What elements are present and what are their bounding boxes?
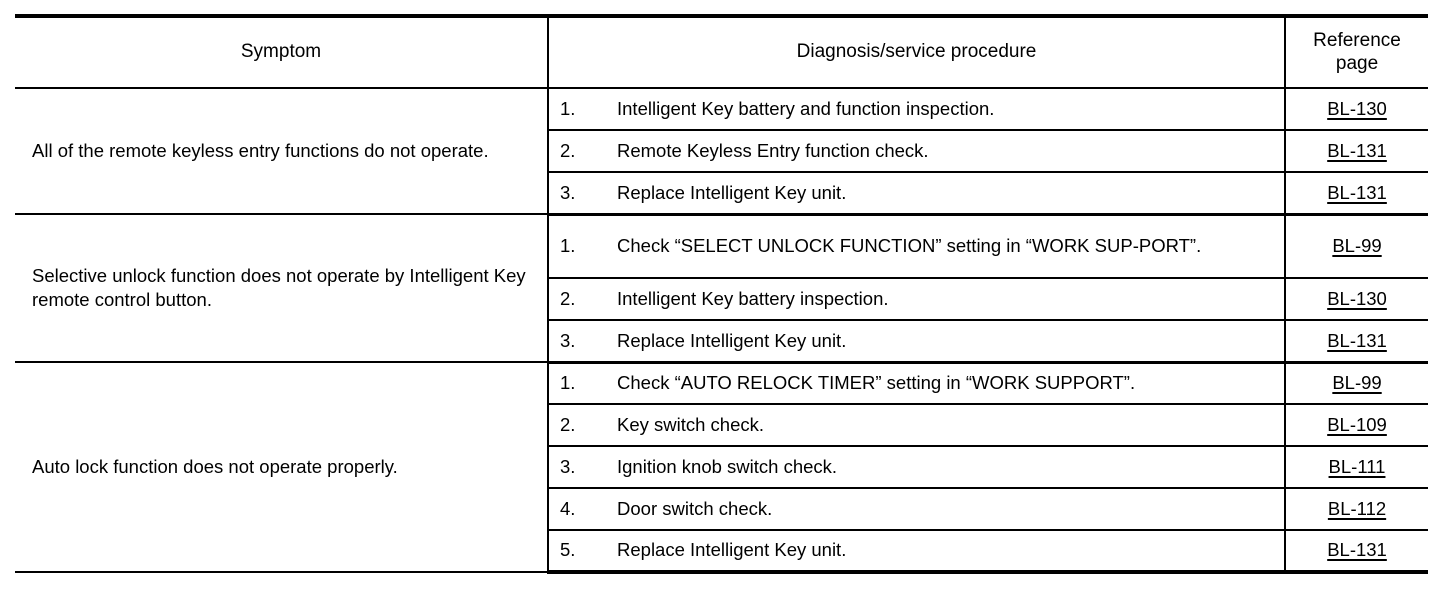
step-number: 2. [548,404,610,447]
table-body: All of the remote keyless entry function… [15,88,1429,574]
procedure-text: Key switch check. [610,404,1287,447]
reference-link[interactable]: BL-111 [1328,455,1386,477]
reference-cell: BL-131 [1285,320,1429,364]
reference-link[interactable]: BL-99 [1332,235,1382,257]
header-symptom: Symptom [15,14,549,89]
step-number: 1. [548,362,610,405]
reference-cell: BL-130 [1285,88,1429,131]
step-number: 1. [548,214,610,279]
reference-cell: BL-111 [1285,446,1429,489]
table-row: 3. Replace Intelligent Key unit. BL-131 [15,172,1429,216]
procedure-text: Replace Intelligent Key unit. [610,530,1287,574]
reference-link[interactable]: BL-131 [1327,329,1387,351]
step-number: 5. [548,530,610,574]
symptom-cell: Auto lock function does not operate prop… [15,362,549,573]
symptom-cell: All of the remote keyless entry function… [15,88,549,215]
table-row: 2. Remote Keyless Entry function check. … [15,130,1429,173]
reference-link[interactable]: BL-112 [1327,497,1387,519]
diagnosis-symptom-table: Symptom Diagnosis/service procedure Refe… [15,14,1429,574]
header-reference: Reference page [1285,14,1429,89]
reference-cell: BL-131 [1285,530,1429,574]
header-reference-line1: Reference [1313,30,1401,52]
reference-link[interactable]: BL-131 [1327,181,1387,203]
symptom-cell: Selective unlock function does not opera… [15,214,549,363]
procedure-text: Replace Intelligent Key unit. [610,172,1287,216]
procedure-text: Remote Keyless Entry function check. [610,130,1287,173]
table-row: 2. Intelligent Key battery inspection. B… [15,278,1429,321]
header-procedure: Diagnosis/service procedure [548,14,1287,89]
table-row: Selective unlock function does not opera… [15,214,1429,363]
table-row: 3. Ignition knob switch check. BL-111 [15,446,1429,489]
table-header: Symptom Diagnosis/service procedure Refe… [15,14,1429,89]
reference-cell: BL-131 [1285,172,1429,216]
reference-link[interactable]: BL-131 [1327,139,1387,161]
reference-cell: BL-112 [1285,488,1429,531]
step-number: 4. [548,488,610,531]
procedure-text: Ignition knob switch check. [610,446,1287,489]
step-number: 2. [548,278,610,321]
step-number: 3. [548,446,610,489]
reference-link[interactable]: BL-130 [1327,97,1387,119]
reference-link[interactable]: BL-99 [1332,372,1382,394]
table-row: All of the remote keyless entry function… [15,88,1429,215]
procedure-text: Door switch check. [610,488,1287,531]
reference-link[interactable]: BL-131 [1327,539,1387,561]
reference-cell: BL-130 [1285,278,1429,321]
table-row: 5. Replace Intelligent Key unit. BL-131 [15,530,1429,574]
reference-cell: BL-131 [1285,130,1429,173]
table-row: 4. Door switch check. BL-112 [15,488,1429,531]
procedure-text: Intelligent Key battery and function ins… [610,88,1287,131]
table-row: Auto lock function does not operate prop… [15,362,1429,573]
procedure-text: Check “AUTO RELOCK TIMER” setting in “WO… [610,362,1287,405]
reference-cell: BL-109 [1285,404,1429,447]
table-row: 3. Replace Intelligent Key unit. BL-131 [15,320,1429,364]
reference-link[interactable]: BL-109 [1327,413,1387,435]
table-row: 2. Key switch check. BL-109 [15,404,1429,447]
header-row: Symptom Diagnosis/service procedure Refe… [15,14,1429,89]
reference-cell: BL-99 [1285,362,1429,405]
procedure-text: Check “SELECT UNLOCK FUNCTION” setting i… [610,214,1287,279]
procedure-text: Intelligent Key battery inspection. [610,278,1287,321]
step-number: 2. [548,130,610,173]
step-number: 1. [548,88,610,131]
reference-link[interactable]: BL-130 [1327,287,1387,309]
step-number: 3. [548,172,610,216]
procedure-text: Replace Intelligent Key unit. [610,320,1287,364]
header-reference-line2: page [1335,52,1379,74]
reference-cell: BL-99 [1285,214,1429,279]
step-number: 3. [548,320,610,364]
